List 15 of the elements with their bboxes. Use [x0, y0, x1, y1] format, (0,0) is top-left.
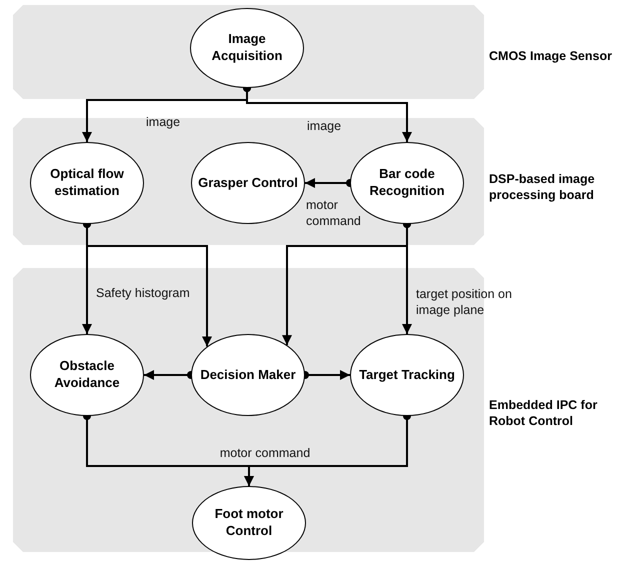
- edge-label: motor command: [218, 445, 312, 462]
- process-ellipse: Obstacle Avoidance: [30, 334, 144, 416]
- process-ellipse: Image Acquisition: [190, 8, 304, 88]
- process-ellipse: Grasper Control: [191, 142, 305, 224]
- layer-heading: Embedded IPC for Robot Control: [489, 398, 598, 430]
- layer-heading: DSP-based image processing board: [489, 172, 596, 204]
- layer-heading: CMOS Image Sensor: [489, 49, 613, 65]
- edge-label: target position on image plane: [416, 286, 513, 318]
- edge-label: image: [307, 118, 342, 134]
- process-ellipse: Decision Maker: [191, 334, 305, 416]
- edge-label: image: [146, 114, 182, 130]
- edge-label: motor command: [306, 197, 362, 230]
- process-ellipse: Target Tracking: [350, 334, 464, 416]
- process-ellipse: Optical flow estimation: [30, 142, 144, 224]
- edge-label: Safety histogram: [96, 285, 191, 302]
